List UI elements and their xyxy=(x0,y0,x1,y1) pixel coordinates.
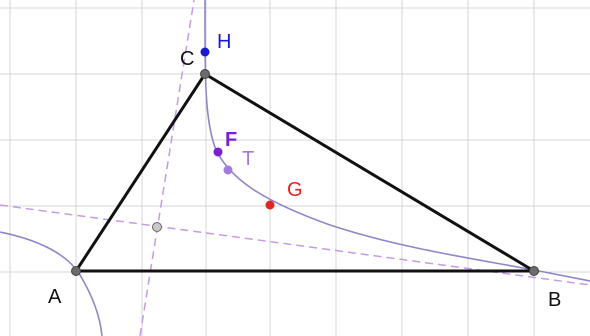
intersection-point[interactable] xyxy=(152,222,162,232)
label-f: F xyxy=(225,129,237,151)
vertex-b[interactable] xyxy=(529,266,539,276)
dashed-line-shallow[interactable] xyxy=(0,204,590,286)
curve-left-branch[interactable] xyxy=(0,231,103,336)
triangle-abc[interactable] xyxy=(74,72,535,273)
point-h[interactable] xyxy=(200,47,210,57)
label-g: G xyxy=(287,179,303,201)
dashed-line-steep[interactable] xyxy=(139,0,195,336)
side-ac[interactable] xyxy=(74,73,207,272)
side-cb[interactable] xyxy=(204,72,535,273)
point-f[interactable] xyxy=(213,147,223,157)
vertex-c[interactable] xyxy=(200,69,210,79)
point-g[interactable] xyxy=(265,200,275,210)
label-t: T xyxy=(242,148,254,170)
label-b: B xyxy=(548,289,561,311)
vertex-a[interactable] xyxy=(71,266,81,276)
point-t[interactable] xyxy=(223,165,233,175)
label-h: H xyxy=(217,31,231,53)
label-a: A xyxy=(48,286,62,308)
label-c: C xyxy=(180,48,194,70)
